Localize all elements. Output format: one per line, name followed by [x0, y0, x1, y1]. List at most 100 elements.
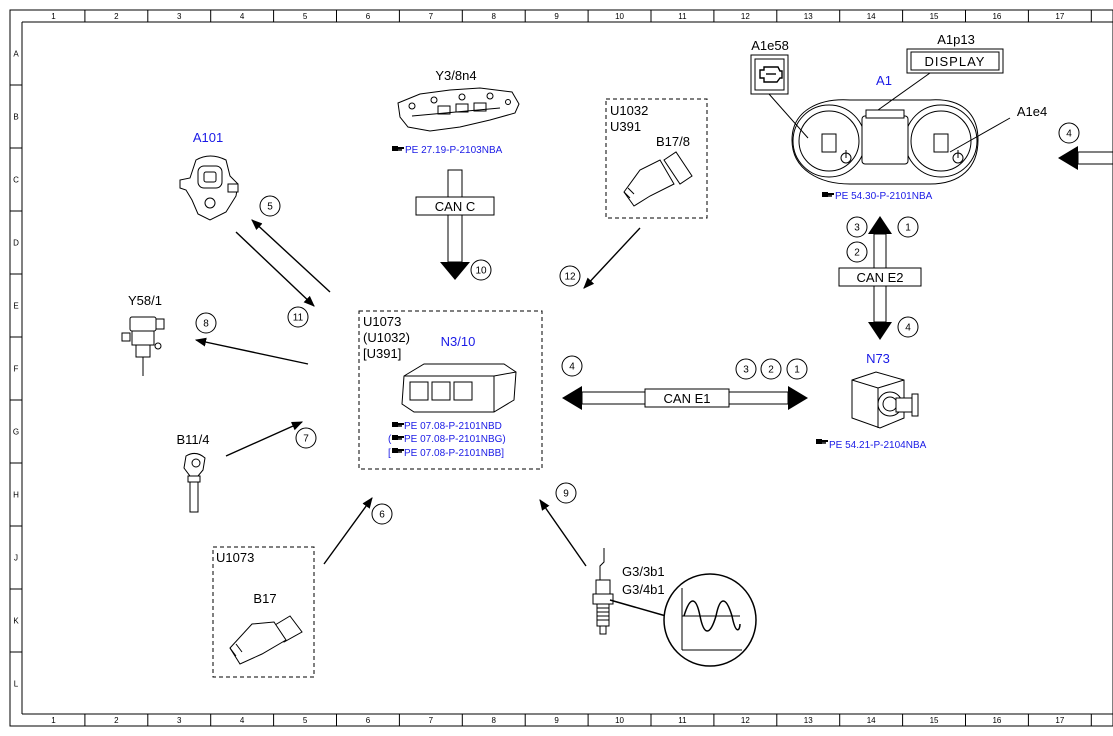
signal-number: 11	[293, 313, 304, 324]
n3-10-variant-1: U1073	[363, 314, 401, 329]
grid-column-label: 10	[615, 716, 624, 725]
grid-row-label: E	[13, 302, 18, 311]
component-y58-1[interactable]: Y58/1	[121, 293, 165, 376]
grid-row-label: G	[13, 428, 19, 437]
n3-10-variant-3: [U391]	[363, 346, 401, 361]
component-g3-oxygen-sensor[interactable]: G3/3b1 G3/4b1	[592, 548, 757, 667]
component-b11-4[interactable]: B11/4	[176, 432, 210, 513]
n3-10-reference-3-bracket: [	[388, 448, 391, 459]
grid-column-label: 3	[177, 716, 182, 725]
solenoid-valve-icon	[121, 316, 165, 376]
grid-column-label: 16	[992, 12, 1001, 21]
reference-icon	[392, 146, 404, 151]
grid-column-label: 8	[492, 716, 497, 725]
grid-row-label: C	[13, 176, 19, 185]
oxygen-sensor-icon	[592, 548, 614, 635]
component-b17[interactable]: U1073 B17	[212, 546, 315, 678]
can-e2-bus[interactable]: CAN E2	[838, 216, 922, 340]
can-c-label: CAN C	[435, 199, 475, 214]
signal-number: 8	[203, 319, 209, 330]
n3-10-variant-2: (U1032)	[363, 330, 410, 345]
signal-number-marker: 3	[735, 358, 757, 380]
signal-number-marker: 4	[1058, 122, 1080, 144]
reference-icon	[816, 439, 828, 444]
grid-row-label: L	[14, 680, 19, 689]
can-c-bus[interactable]: CAN C	[415, 169, 495, 280]
grid-frame	[9, 9, 1113, 727]
grid-column-label: 3	[177, 12, 182, 21]
signal-number: 4	[905, 323, 911, 334]
grid-column-label: 6	[366, 716, 371, 725]
signal-number: 2	[854, 248, 860, 259]
grid-column-label: 16	[992, 716, 1001, 725]
n73-reference: PE 54.21-P-2104NBA	[829, 440, 927, 451]
n3-10-reference-2: PE 07.08-P-2101NBG)	[404, 434, 506, 445]
n73-label: N73	[866, 351, 890, 366]
a101-label: A101	[193, 130, 223, 145]
signal-number-marker: 2	[846, 241, 868, 263]
component-y3-8n4[interactable]: Y3/8n4 PE 27.19-P-2103NBA	[392, 68, 520, 156]
temperature-sensor-icon	[183, 452, 206, 513]
b17-label: B17	[253, 591, 276, 606]
grid-column-label: 2	[114, 12, 119, 21]
arrow-12	[583, 227, 641, 289]
signal-number: 1	[794, 365, 800, 376]
signal-number-marker: 4	[561, 355, 583, 377]
signal-number-marker: 6	[371, 503, 393, 525]
n3-10-label: N3/10	[441, 334, 476, 349]
grid-column-label: 14	[867, 12, 876, 21]
signal-number-marker: 8	[195, 312, 217, 334]
grid-row-label: A	[13, 50, 19, 59]
grid-row-label: H	[13, 491, 19, 500]
grid-row-label: F	[14, 365, 19, 374]
grid-column-label: 12	[741, 716, 750, 725]
actuator-icon	[179, 155, 239, 221]
signal-number: 1	[905, 223, 911, 234]
sensor-icon	[623, 151, 693, 207]
grid-row-label: D	[13, 239, 19, 248]
component-a1e58[interactable]: A1e58	[750, 38, 809, 139]
arrow-6	[323, 497, 373, 565]
can-e1-label: CAN E1	[664, 391, 711, 406]
component-a1p13[interactable]: A1p13 DISPLAY	[877, 32, 1004, 111]
grid-column-label: 15	[930, 12, 939, 21]
a1-label: A1	[876, 73, 892, 88]
component-a101[interactable]: A101	[179, 130, 239, 221]
can-e2-label: CAN E2	[857, 270, 904, 285]
n3-10-reference-1: PE 07.08-P-2101NBD	[404, 421, 502, 432]
sine-wave-signal-icon	[663, 573, 757, 667]
signal-number: 6	[379, 510, 385, 521]
grid-column-label: 10	[615, 12, 624, 21]
can-e1-bus[interactable]: CAN E1	[562, 386, 808, 410]
a1e4-label: A1e4	[1017, 104, 1047, 119]
signal-number-marker: 11	[287, 306, 309, 328]
sensor-icon	[229, 615, 303, 665]
component-a1e4[interactable]: A1e4	[949, 104, 1047, 153]
signal-number: 12	[564, 272, 576, 283]
y58-1-label: Y58/1	[128, 293, 162, 308]
signal-arrows	[194, 219, 641, 567]
reference-icon	[822, 192, 834, 197]
arrow-11	[235, 231, 315, 307]
component-a1[interactable]: A1 PE 54.30-P-2101NBA	[791, 73, 979, 202]
grid-column-label: 1	[51, 716, 56, 725]
grid-column-label: 11	[678, 716, 687, 725]
signal-number: 2	[768, 365, 774, 376]
grid-column-label: 15	[930, 716, 939, 725]
grid-column-label: 9	[554, 12, 559, 21]
component-n73[interactable]: N73 PE 54.21-P-2104NBA	[816, 351, 927, 451]
component-n3-10[interactable]: U1073 (U1032) [U391] N3/10 PE 07.08-P-21…	[358, 310, 543, 470]
b17-variant-1: U1073	[216, 550, 254, 565]
reference-icon	[392, 422, 404, 427]
component-b17-8[interactable]: U1032 U391 B17/8	[605, 98, 708, 219]
grid-column-label: 4	[240, 12, 245, 21]
a1e58-label: A1e58	[751, 38, 789, 53]
signal-number-marker: 12	[559, 265, 581, 287]
grid-column-label: 2	[114, 716, 119, 725]
grid-column-label: 5	[303, 716, 308, 725]
arrow-7	[225, 421, 304, 457]
grid-column-label: 9	[554, 716, 559, 725]
grid-column-label: 14	[867, 716, 876, 725]
